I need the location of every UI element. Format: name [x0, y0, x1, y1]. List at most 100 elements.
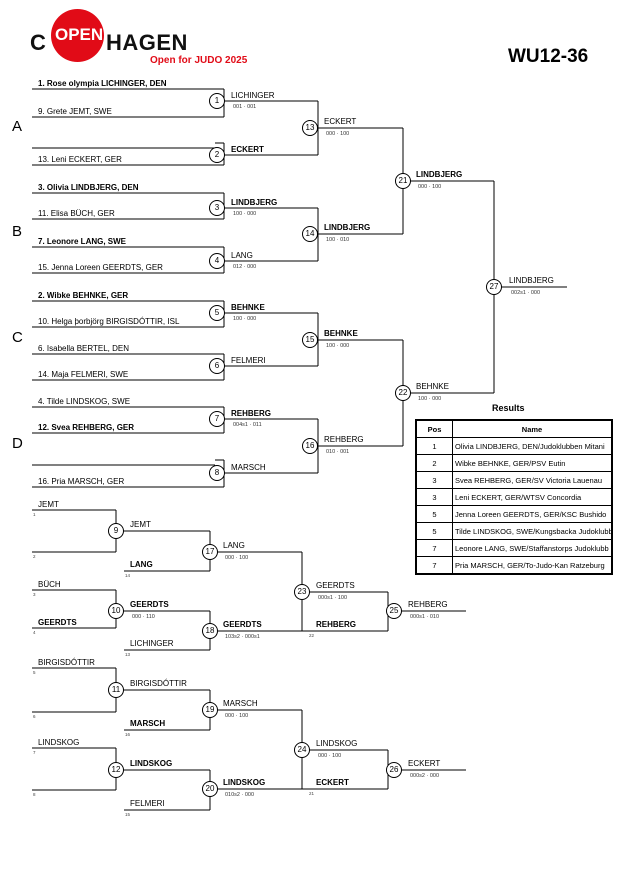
match-number-badge: 10 [108, 603, 124, 619]
match-score: 100 · 000 [418, 396, 442, 402]
match-winner-name: GEERDTS [316, 581, 355, 590]
match-winner-name: LINDBJERG [324, 223, 371, 232]
match-score: 000s2 · 000 [410, 773, 440, 779]
match-number-badge: 17 [202, 544, 218, 560]
match-winner-name: BEHNKE [231, 303, 265, 312]
match-number-badge: 4 [209, 253, 225, 269]
entry-label: 14. Maja FELMERI, SWE [38, 370, 129, 379]
entry-label: 1. Rose olympia LICHINGER, DEN [38, 79, 167, 88]
seed-number: 4 [33, 630, 36, 635]
results-title: Results [492, 403, 525, 413]
match-winner-name: MARSCH [231, 463, 266, 472]
result-name: Jenna Loreen GEERDTS, GER/KSC Bushido [452, 505, 613, 523]
match-score: 100 · 010 [326, 237, 350, 243]
result-name: Svea REHBERG, GER/SV Victoria Lauenau [452, 471, 613, 489]
entry-label: 11. Elisa BÜCH, GER [38, 209, 115, 218]
dropin-name: MARSCH [130, 719, 166, 728]
entry-label: 3. Olivia LINDBJERG, DEN [38, 183, 139, 192]
dropin-name: LANG [130, 560, 153, 569]
match-winner-name: LINDSKOG [316, 739, 358, 748]
match-winner-name: LANG [231, 251, 253, 260]
result-name: Pria MARSCH, GER/To-Judo-Kan Ratzeburg [452, 556, 613, 575]
match-score: 000 · 100 [326, 131, 350, 137]
entry-label: 15. Jenna Loreen GEERDTS, GER [38, 263, 163, 272]
match-number-badge: 1 [209, 93, 225, 109]
result-pos: 7 [415, 556, 453, 575]
match-winner-name: JEMT [130, 520, 151, 529]
logo-hagen-text: HAGEN [106, 30, 188, 55]
match-number-badge: 16 [302, 438, 318, 454]
match-number-badge: 6 [209, 358, 225, 374]
match-winner-name: BEHNKE [416, 382, 449, 391]
match-winner-name: REHBERG [324, 435, 364, 444]
match-winner-name: LANG [223, 541, 245, 550]
match-number-badge: 13 [302, 120, 318, 136]
pool-label: A [12, 118, 23, 135]
logo-letter-c: C [30, 30, 47, 55]
match-number-badge: 5 [209, 305, 225, 321]
bronze-winner-name: ECKERT [408, 759, 441, 768]
match-score: 000 · 100 [318, 753, 342, 759]
match-number-badge: 24 [294, 742, 310, 758]
match-number-badge: 25 [386, 603, 402, 619]
match-number-badge: 23 [294, 584, 310, 600]
result-pos: 5 [415, 505, 453, 523]
result-name: Leonore LANG, SWE/Staffanstorps Judoklub… [452, 539, 613, 557]
dropin-name: REHBERG [316, 620, 357, 629]
match-winner-name: GEERDTS [130, 600, 169, 609]
match-score: 010s2 · 000 [225, 792, 255, 798]
match-number-badge: 7 [209, 411, 225, 427]
match-number-badge: 18 [202, 623, 218, 639]
final-score: 002s1 · 000 [511, 290, 541, 296]
match-winner-name: LINDSKOG [130, 759, 173, 768]
match-winner-name: ECKERT [231, 145, 264, 154]
seed-number: 2 [33, 554, 36, 559]
match-winner-name: FELMERI [231, 356, 266, 365]
seed-number: 7 [33, 750, 36, 755]
seed-number: 6 [33, 714, 36, 719]
dropin-name: FELMERI [130, 799, 165, 808]
seed-number: 3 [33, 592, 36, 597]
entry-label: 13. Leni ECKERT, GER [38, 155, 122, 164]
match-number-badge: 8 [209, 465, 225, 481]
match-winner-name: BIRGISDÓTTIR [130, 679, 187, 688]
result-name: Wibke BEHNKE, GER/PSV Eutin [452, 454, 613, 472]
repechage-entry-label: GEERDTS [38, 618, 77, 627]
entry-label: 7. Leonore LANG, SWE [38, 237, 127, 246]
results-header-row: Pos Name [415, 419, 613, 438]
match-score: 001 · 001 [233, 104, 257, 110]
pool-label: D [12, 435, 23, 452]
bronze-winner-name: REHBERG [408, 600, 448, 609]
match-number-badge: 14 [302, 226, 318, 242]
match-score: 000 · 100 [225, 713, 249, 719]
result-pos: 1 [415, 437, 453, 455]
match-score: 000 · 110 [132, 614, 155, 620]
entry-label: 2. Wibke BEHNKE, GER [38, 291, 129, 300]
result-pos: 7 [415, 539, 453, 557]
match-winner-name: LINDSKOG [223, 778, 266, 787]
seed-number: 5 [33, 670, 36, 675]
category-title: WU12-36 [508, 46, 589, 67]
seed-number: 14 [125, 573, 131, 578]
match-number-badge: 15 [302, 332, 318, 348]
match-number-badge: 20 [202, 781, 218, 797]
match-number-badge: 2 [209, 147, 225, 163]
entry-label: 4. Tilde LINDSKOG, SWE [38, 397, 131, 406]
match-winner-name: MARSCH [223, 699, 258, 708]
repechage-entry-label: BÜCH [38, 580, 61, 589]
seed-number: 1 [33, 512, 36, 517]
seed-number: 16 [125, 732, 131, 737]
dropin-name: LICHINGER [130, 639, 174, 648]
match-score: 000s1 · 100 [318, 595, 348, 601]
match-winner-name: LINDBJERG [416, 170, 463, 179]
match-winner-name: GEERDTS [223, 620, 262, 629]
pool-label: C [12, 329, 23, 346]
entry-label: 16. Pria MARSCH, GER [38, 477, 125, 486]
result-name: Tilde LINDSKOG, SWE/Kungsbacka Judoklubb [452, 522, 613, 540]
result-pos: 3 [415, 488, 453, 506]
